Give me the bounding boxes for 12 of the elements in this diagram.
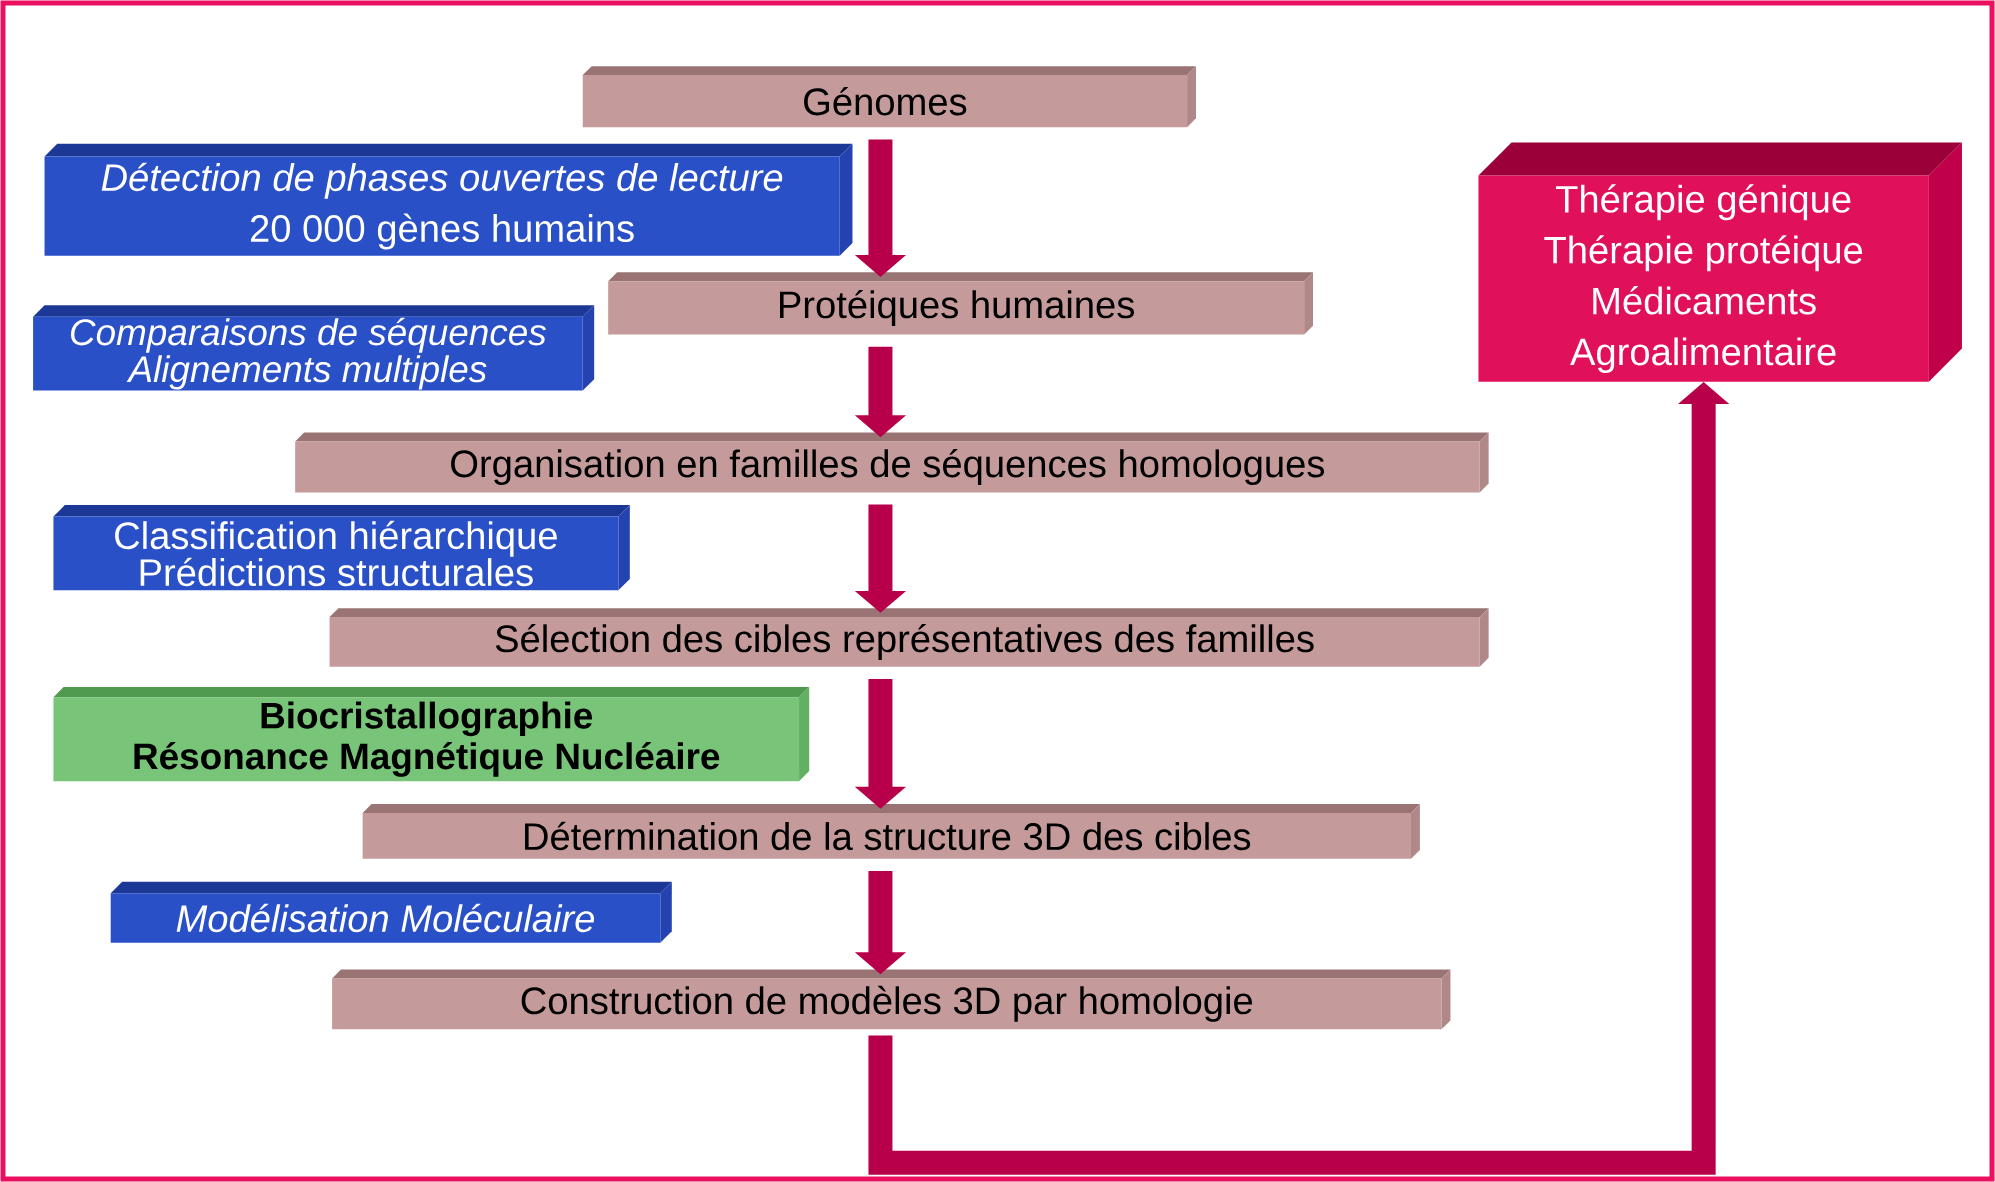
result-box: Thérapie génique Thérapie protéique Médicaments Agroalimentaire <box>1478 142 1962 382</box>
process-box: Sélection des cibles représentatives des familles <box>329 608 1489 667</box>
process-box: Génomes <box>582 66 1196 128</box>
method-box: Comparaisons de séquences Alignements multiples <box>33 305 595 391</box>
process-box: Détermination de la structure 3D des cibles <box>362 804 1420 859</box>
process-box: Organisation en familles de séquences homologues <box>295 432 1489 493</box>
method-box: Détection de phases ouvertes de lecture 20 000 gènes humains <box>44 143 853 256</box>
process-box: Protéiques humaines <box>608 272 1314 335</box>
process-box: Construction de modèles 3D par homologie <box>332 969 1451 1030</box>
method-box: Modélisation Moléculaire <box>110 881 672 943</box>
method-box: Biocristallographie Résonance Magnétique Nucléaire <box>53 687 810 782</box>
method-box: Classification hiérarchique Prédictions structurales <box>53 505 630 591</box>
